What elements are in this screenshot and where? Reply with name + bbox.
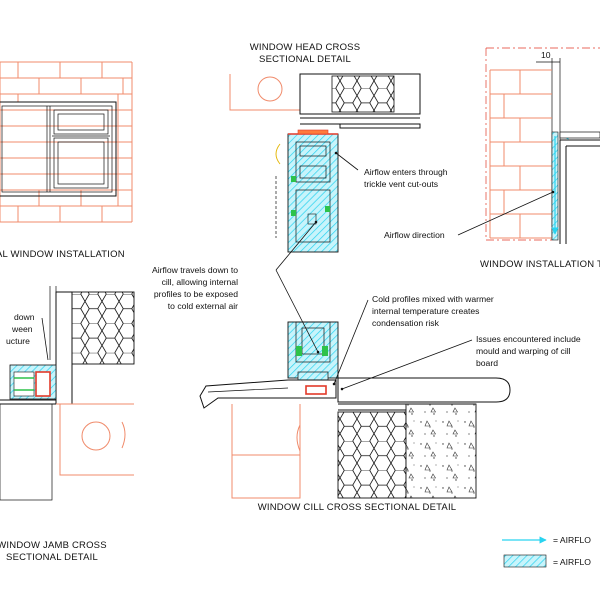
note-issues-line1: Issues encountered include (476, 334, 581, 344)
cill-frame-airflow (287, 321, 339, 379)
note-travels-line3: profiles to be exposed (154, 289, 238, 299)
note-jamb-line3: ucture (6, 336, 30, 346)
head-section: WINDOW HEAD CROSS SECTIONAL DETAIL Airfl… (229, 42, 448, 253)
cill-section: WINDOW CILL CROSS SECTIONAL DETAIL Airfl… (152, 220, 581, 513)
installation-section: 10 WINDOW INSTALLATION T Airflow directi… (384, 47, 600, 270)
window-frame-elevation (0, 101, 117, 197)
installation-title: WINDOW INSTALLATION T (480, 259, 600, 270)
note-trickle-line1: Airflow enters through (364, 167, 448, 177)
insulation-head (331, 75, 395, 113)
gasket (291, 176, 296, 182)
note-travels-line4: to cold external air (168, 301, 238, 311)
jamb-title-line1: WINDOW JAMB CROSS (0, 540, 107, 551)
jamb-title-line2: SECTIONAL DETAIL (6, 552, 98, 563)
head-title-line1: WINDOW HEAD CROSS (250, 42, 361, 53)
note-cold-line1: Cold profiles mixed with warmer (372, 294, 494, 304)
cill-title: WINDOW CILL CROSS SECTIONAL DETAIL (258, 502, 457, 513)
legend: = AIRFLO = AIRFLO (502, 535, 591, 568)
note-airflow-direction: Airflow direction (384, 230, 445, 240)
note-issues-line3: board (476, 358, 498, 368)
note-travels-line2: cill, allowing internal (162, 277, 239, 287)
note-cold-line2: internal temperature creates (372, 306, 479, 316)
insulation-cill (337, 411, 407, 499)
legend-hatch-label: = AIRFLO (553, 557, 591, 567)
note-issues-line2: mould and warping of cill (476, 346, 571, 356)
brick-void (257, 76, 283, 102)
elevation-view: AL WINDOW INSTALLATION (0, 61, 133, 260)
insulation-jamb (71, 291, 135, 365)
jamb-section: down ween ucture WINDOW JAMB CROSS SECTI… (0, 286, 135, 563)
elevation-title: AL WINDOW INSTALLATION (0, 249, 125, 260)
block-wall-cill (405, 403, 477, 499)
note-trickle-line2: trickle vent cut-outs (364, 179, 438, 189)
note-jamb-line1: down (14, 312, 35, 322)
dimension-label: 10 (541, 50, 551, 60)
head-frame-airflow (287, 133, 339, 253)
note-travels-line1: Airflow travels down to (152, 265, 238, 275)
legend-hatch-swatch (503, 554, 547, 568)
legend-arrow-label: = AIRFLO (553, 535, 591, 545)
brick-wall-section (489, 69, 552, 239)
note-cold-line3: condensation risk (372, 318, 440, 328)
head-title-line2: SECTIONAL DETAIL (259, 54, 351, 65)
note-jamb-line2: ween (11, 324, 33, 334)
